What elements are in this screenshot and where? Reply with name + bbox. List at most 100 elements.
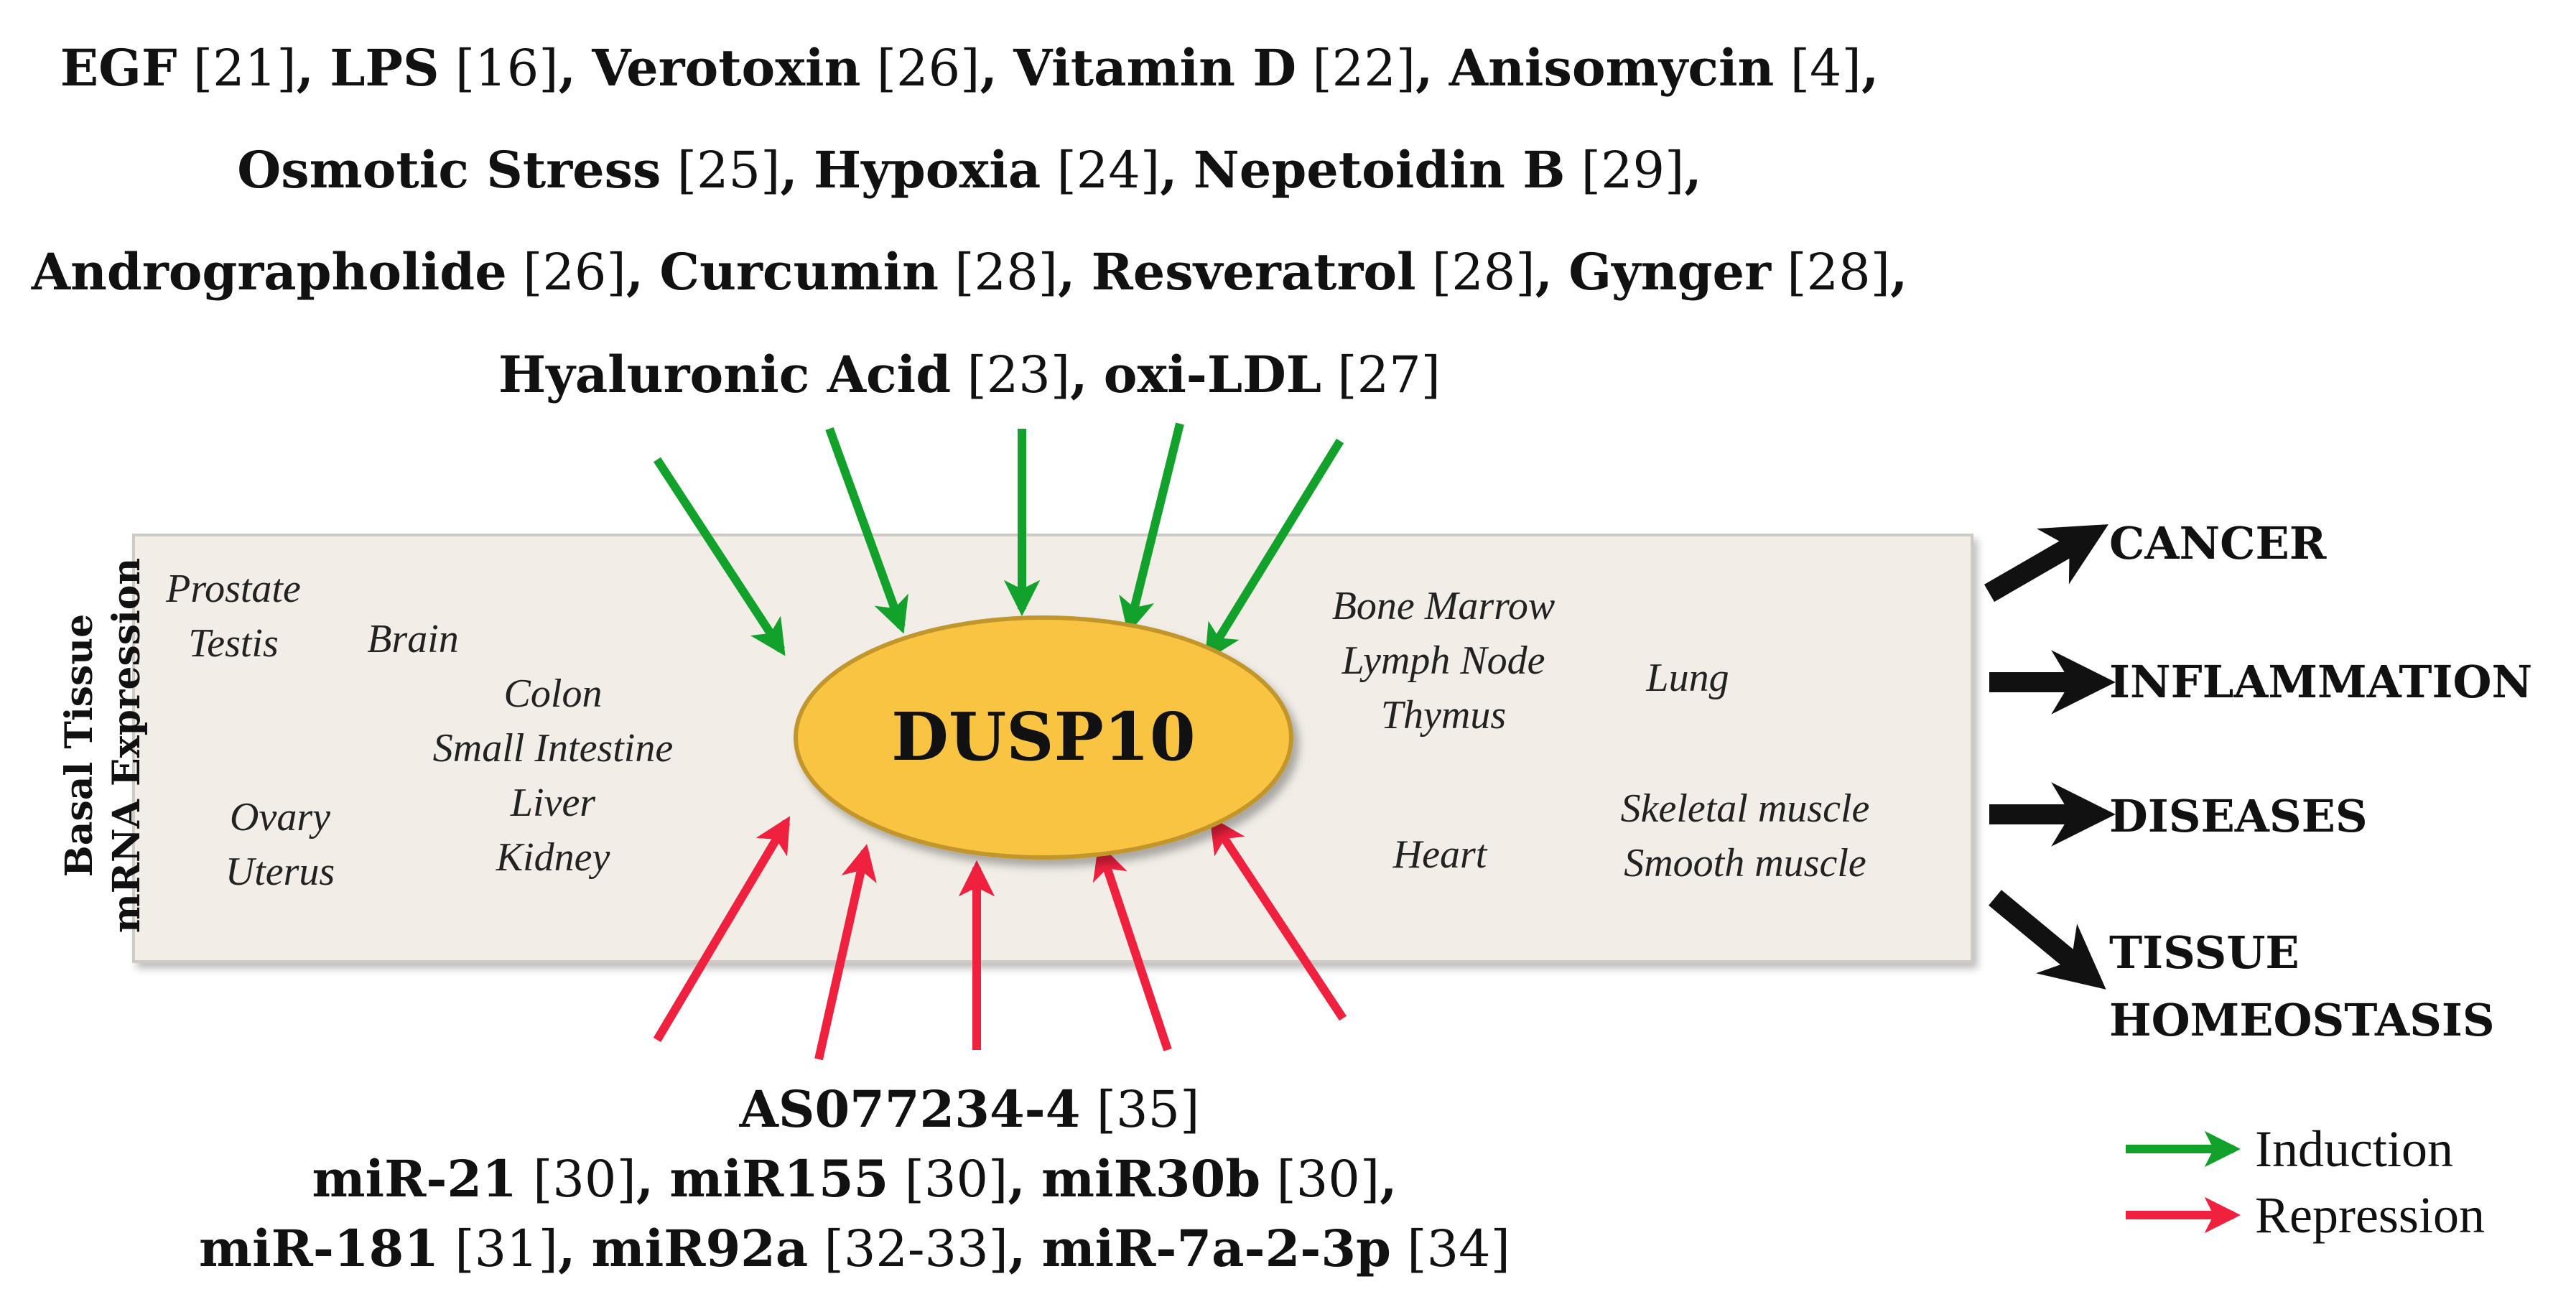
compound-ref: [30] <box>1276 1150 1380 1209</box>
compound-separator: , <box>558 38 576 98</box>
compound-name: Anisomycin <box>1449 38 1775 98</box>
compound-ref: [29] <box>1581 141 1685 200</box>
outcome-tissue-homeostasis: TISSUE HOMEOSTASIS <box>2109 919 2495 1054</box>
compound-separator: , <box>1535 242 1553 302</box>
repression-arrow-5 <box>1209 816 1347 1021</box>
tissue-kidney: Kidney <box>496 835 610 880</box>
compound-ref: [24] <box>1056 141 1161 200</box>
tissue-heart-label: Heart <box>1392 832 1487 877</box>
compound-ref: [23] <box>967 345 1071 404</box>
compound-name: miR-181 <box>199 1219 440 1278</box>
compound-name: Hyaluronic Acid <box>498 345 952 404</box>
tissue-liver: Liver <box>510 781 596 825</box>
inducer-line-1: EGF [21], LPS [16], Verotoxin [26], Vita… <box>0 38 1939 98</box>
compound-ref: [28] <box>1431 243 1535 302</box>
compound-separator: , <box>636 1149 654 1209</box>
compound-name: oxi-LDL <box>1103 345 1322 404</box>
compound-separator: , <box>1008 1219 1026 1278</box>
tissue-ovary-uterus: Ovary Uterus <box>194 790 366 899</box>
tissue-skeletal-muscle: Skeletal muscle <box>1620 786 1870 831</box>
compound-name: AS077234-4 <box>739 1079 1081 1139</box>
compound-ref: [32-33] <box>824 1219 1008 1278</box>
compound-name: miR30b <box>1041 1149 1261 1209</box>
dusp10-label: DUSP10 <box>891 698 1196 776</box>
legend-induction-label: Induction <box>2255 1120 2453 1178</box>
compound-separator: , <box>1008 1149 1026 1209</box>
tissue-brain: Brain <box>352 612 474 666</box>
compound-ref: [25] <box>676 141 781 200</box>
dusp10-ellipse <box>794 615 1293 860</box>
tissue-heart: Heart <box>1357 827 1522 882</box>
compound-separator: , <box>1380 1149 1398 1209</box>
tissue-bone-marrow: Bone Marrow <box>1331 584 1556 628</box>
tissue-colon: Colon <box>503 671 603 716</box>
compound-ref: [28] <box>954 243 1058 302</box>
tissue-prostate-testis: Prostate Testis <box>154 562 312 671</box>
compound-separator: , <box>980 38 998 98</box>
compound-ref: [26] <box>523 243 626 302</box>
compound-ref: [4] <box>1790 39 1861 98</box>
compound-separator: , <box>780 140 798 200</box>
repressor-line-2: miR-21 [30], miR155 [30], miR30b [30], <box>0 1149 1860 1209</box>
compound-ref: [27] <box>1337 345 1441 404</box>
tissue-thymus: Thymus <box>1380 693 1507 738</box>
compound-separator: , <box>296 38 314 98</box>
induction-arrow-1 <box>653 457 786 656</box>
legend-repression-label: Repression <box>2255 1186 2485 1244</box>
repression-arrow-4 <box>1092 842 1172 1051</box>
compound-name: Osmotic Stress <box>237 140 661 200</box>
outcome-diseases: DISEASES <box>2109 790 2368 842</box>
compound-separator: , <box>1415 38 1433 98</box>
compound-ref: [16] <box>455 39 559 98</box>
tissue-lung-label: Lung <box>1646 656 1729 700</box>
induction-arrow-5 <box>1204 438 1344 661</box>
compound-name: Resveratrol <box>1091 242 1416 302</box>
outcome-homeostasis: HOMEOSTASIS <box>2109 994 2495 1046</box>
compound-name: miR-21 <box>312 1149 517 1209</box>
outcome-tissue: TISSUE <box>2109 926 2300 979</box>
compound-name: Andrographolide <box>31 242 507 302</box>
compound-ref: [31] <box>455 1219 558 1278</box>
inducer-line-3: Andrographolide [26], Curcumin [28], Res… <box>0 242 1939 302</box>
repressor-line-1: AS077234-4 [35] <box>0 1079 1939 1139</box>
tissue-muscle: Skeletal muscle Smooth muscle <box>1580 781 1910 890</box>
tissue-prostate: Prostate <box>166 567 301 611</box>
compound-separator: , <box>626 242 644 302</box>
repression-arrow-1 <box>653 816 791 1043</box>
compound-separator: , <box>1889 242 1908 302</box>
compound-name: LPS <box>330 38 440 98</box>
compound-name: Vitamin D <box>1013 38 1297 98</box>
compound-name: Curcumin <box>659 242 939 302</box>
compound-name: miR155 <box>669 1149 889 1209</box>
tissue-smooth-muscle: Smooth muscle <box>1624 841 1866 885</box>
compound-ref: [30] <box>533 1150 636 1209</box>
compound-ref: [26] <box>876 39 980 98</box>
tissue-lung: Lung <box>1609 651 1767 705</box>
tissue-lymph-node: Lymph Node <box>1342 638 1545 683</box>
tissue-small-intestine: Small Intestine <box>432 726 674 771</box>
outcome-inflammation: INFLAMMATION <box>2109 656 2533 708</box>
compound-separator: , <box>1160 140 1178 200</box>
inducer-line-4: Hyaluronic Acid [23], oxi-LDL [27] <box>0 346 1939 404</box>
tissue-brain-label: Brain <box>367 617 459 661</box>
compound-separator: , <box>1861 38 1879 98</box>
induction-arrow-4 <box>1119 422 1184 634</box>
compound-name: Gynger <box>1568 242 1771 302</box>
compound-name: miR92a <box>591 1219 809 1278</box>
homeostasis-arrow <box>1989 890 2106 990</box>
compound-ref: [28] <box>1787 243 1890 302</box>
compound-name: miR-7a-2-3p <box>1041 1219 1391 1278</box>
compound-separator: , <box>1070 345 1088 404</box>
cancer-arrow <box>1984 524 2109 603</box>
compound-ref: [30] <box>904 1150 1008 1209</box>
compound-name: Verotoxin <box>592 38 861 98</box>
compound-name: EGF <box>60 38 177 98</box>
induction-arrow-2 <box>825 427 908 634</box>
inducer-line-2: Osmotic Stress [25], Hypoxia [24], Nepet… <box>0 140 1939 200</box>
compound-ref: [34] <box>1407 1219 1510 1278</box>
tissue-colon-group: Colon Small Intestine Liver Kidney <box>402 666 704 885</box>
tissue-testis: Testis <box>188 621 279 666</box>
tissue-uterus: Uterus <box>225 850 335 894</box>
outcome-cancer: CANCER <box>2109 517 2327 569</box>
